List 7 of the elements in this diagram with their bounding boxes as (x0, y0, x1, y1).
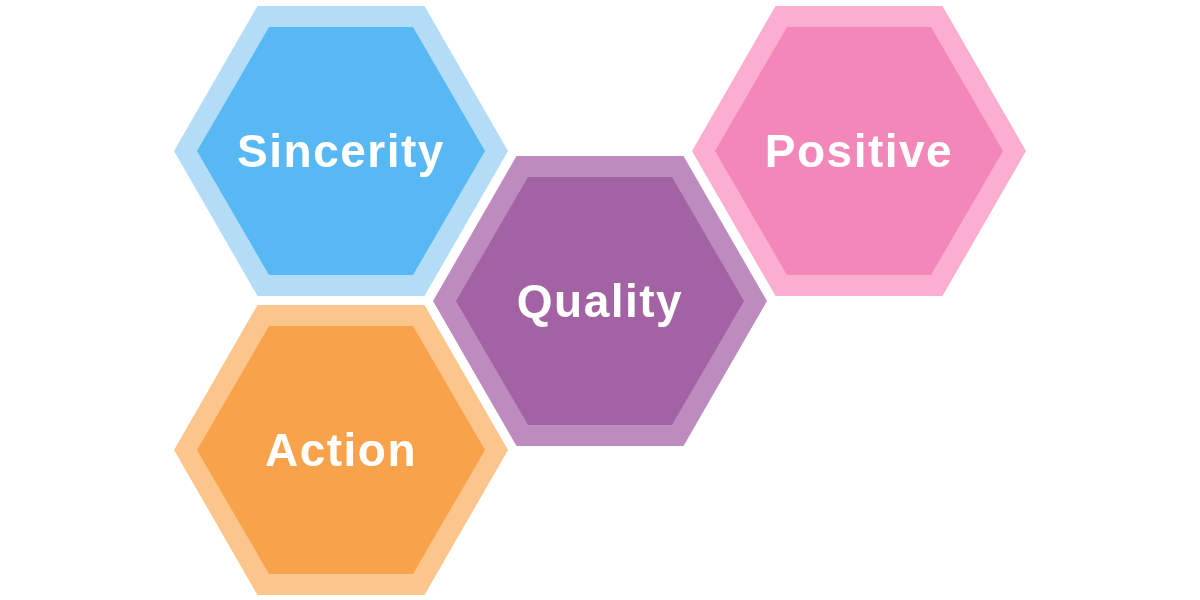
hexagon-tile (174, 305, 508, 595)
value-label: Sincerity (237, 124, 445, 178)
value-label: Quality (516, 274, 684, 328)
hexagon-tile (692, 6, 1026, 296)
value-label: Action (264, 423, 418, 477)
hexagon-tile (174, 6, 508, 296)
value-label: Positive (764, 124, 954, 178)
